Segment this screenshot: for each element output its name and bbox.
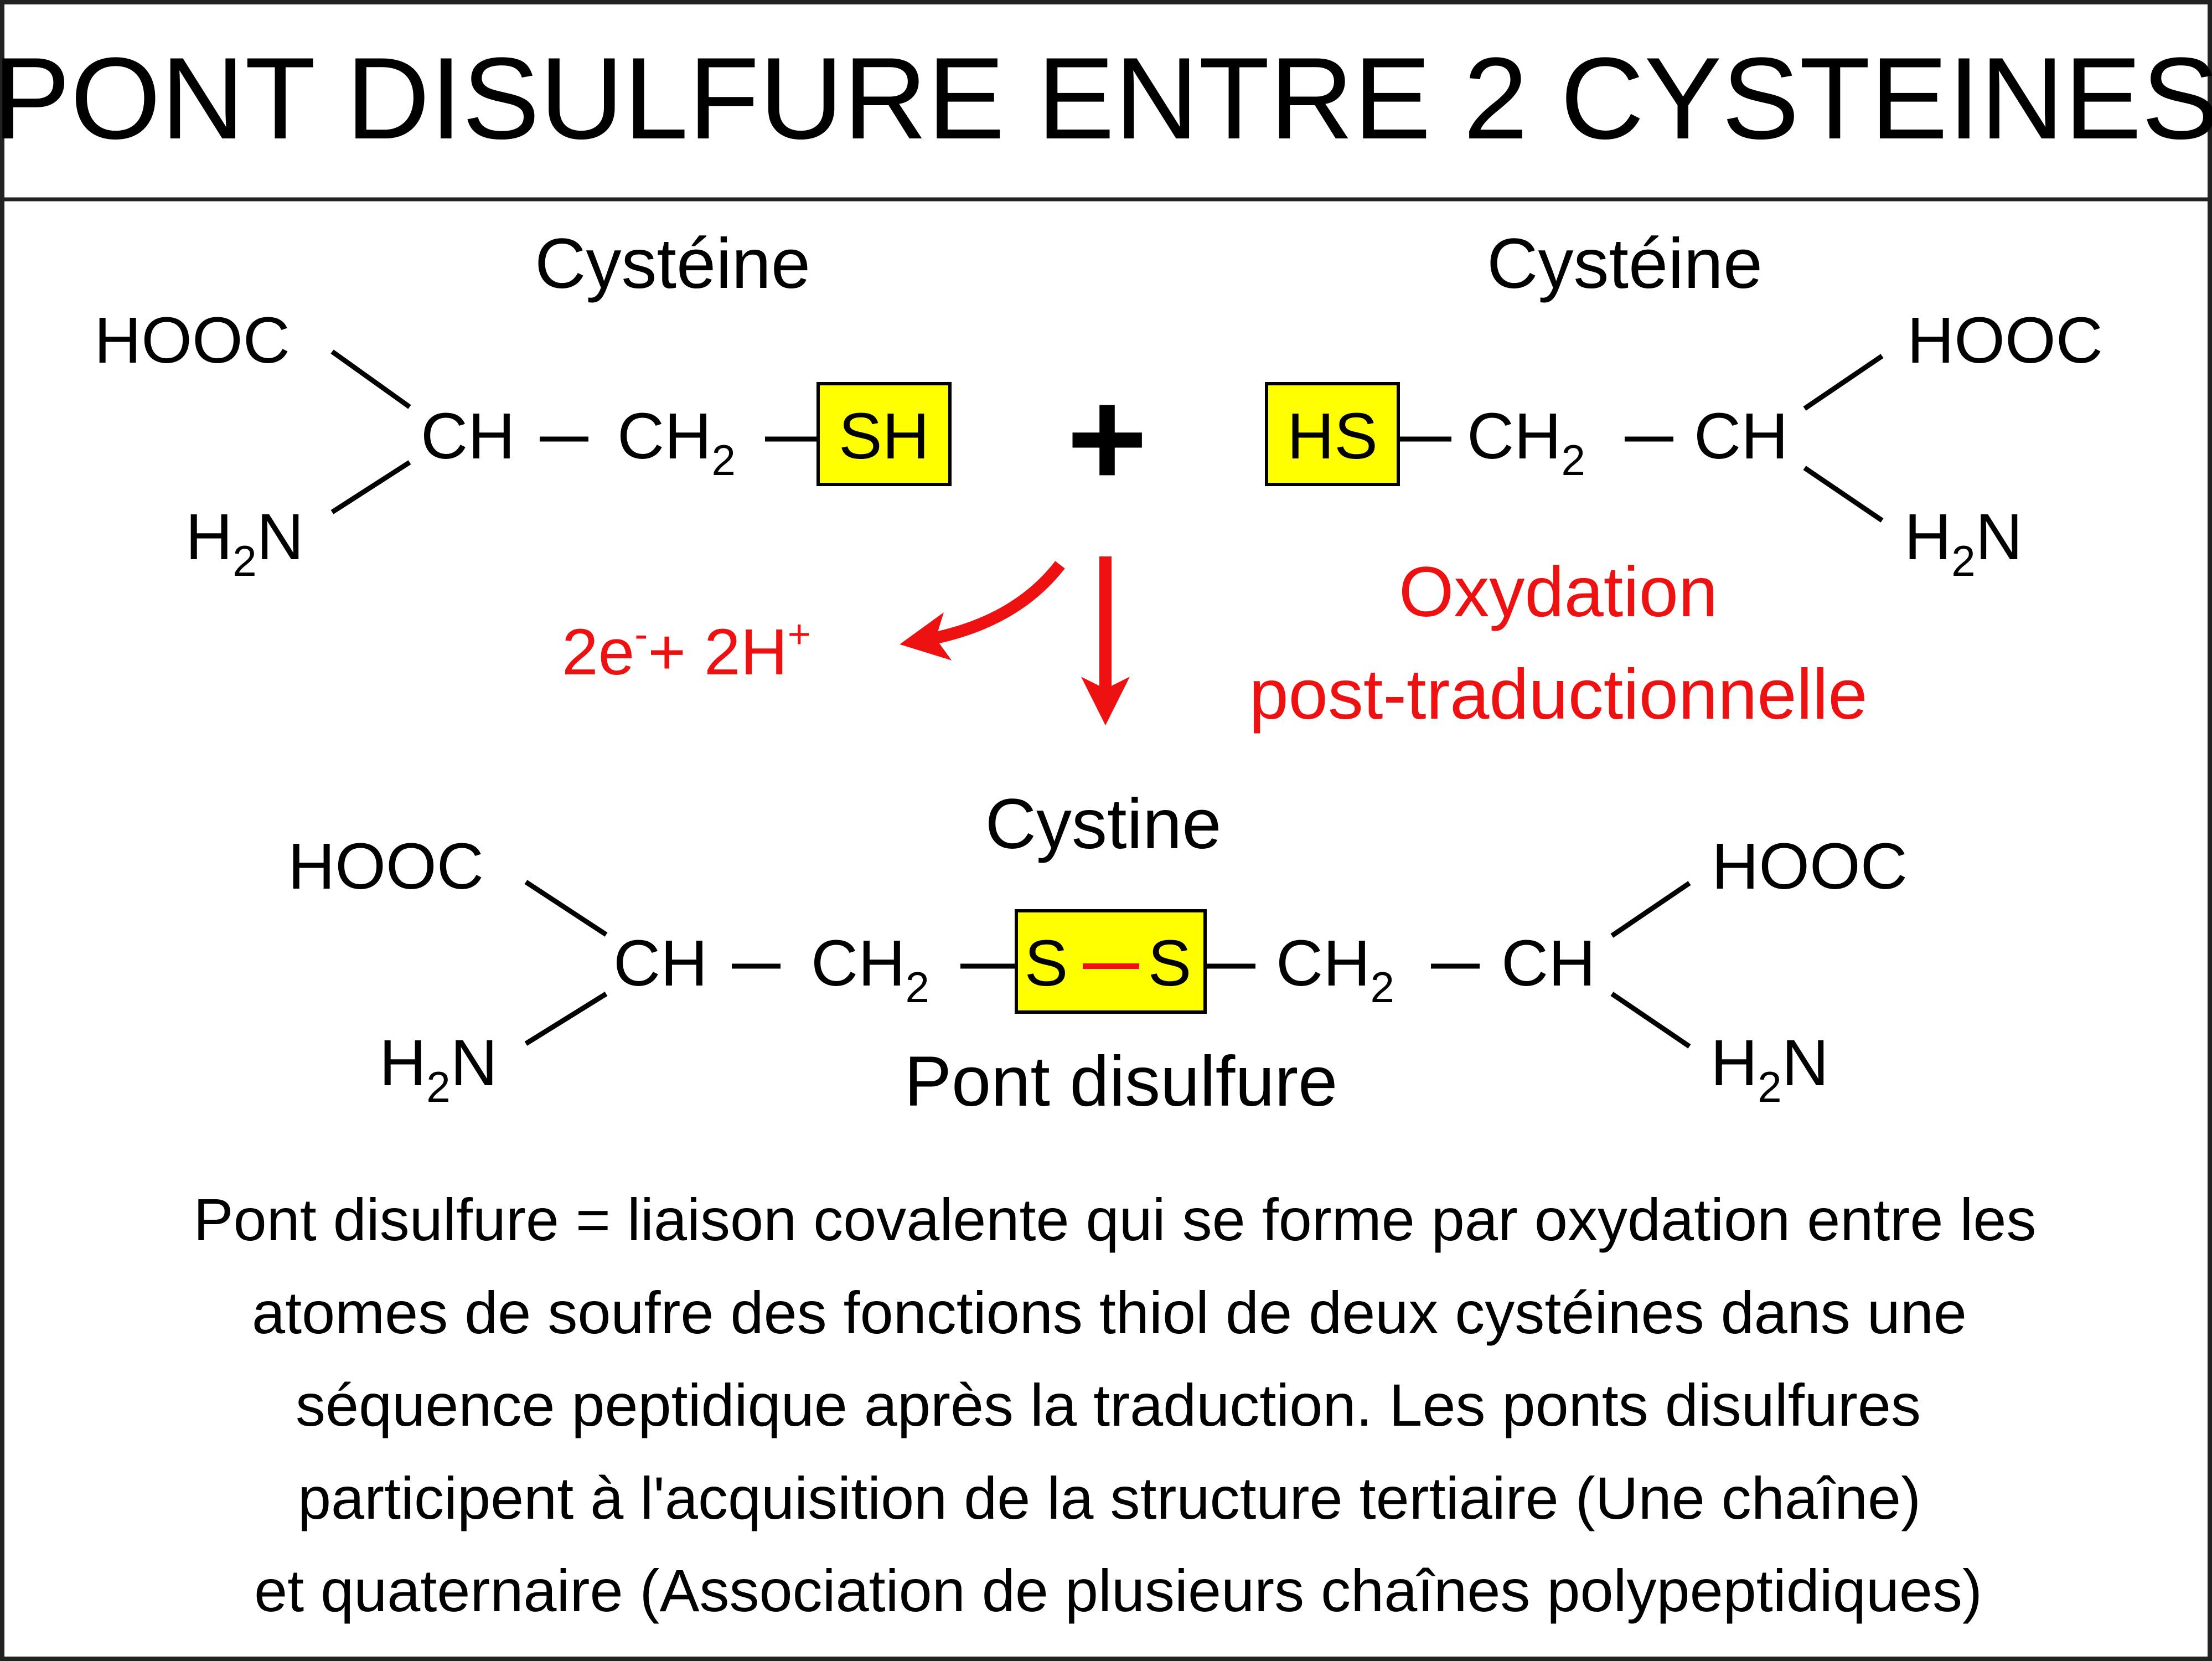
bond-line	[330, 460, 411, 514]
disulfide-highlight	[1015, 909, 1207, 1014]
bond-line	[1610, 992, 1691, 1049]
cysteine-left-ch: CH	[421, 400, 515, 473]
thiol-highlight	[816, 382, 952, 486]
bond-line	[524, 880, 608, 937]
cysteine-left-thiol: SH	[839, 400, 929, 473]
cysteine-right-ch: CH	[1694, 400, 1788, 473]
plus-sign: +	[1067, 361, 1148, 515]
bond-line	[330, 349, 411, 409]
explanation-line: participent à l'acquisition de la struct…	[298, 1464, 1921, 1531]
cysteine-left-cooh: HOOC	[94, 304, 290, 377]
cysteine-right-ch2: CH2	[1467, 400, 1585, 484]
cystine-left-amine: H2N	[379, 1026, 498, 1111]
cystine-sulfur-left: S	[1025, 927, 1068, 1000]
cysteine-left: Cystéine HOOC CH CH2 SH H2N	[94, 224, 952, 585]
explanation-paragraph: Pont disulfure = liaison covalente qui s…	[194, 1186, 2037, 1624]
cystine-right-ch2: CH2	[1276, 927, 1394, 1012]
cysteine-left-label: Cystéine	[535, 224, 810, 303]
reaction-label-line1: Oxydation	[1399, 553, 1718, 632]
reaction-label-line2: post-traductionnelle	[1249, 655, 1867, 734]
explanation-line: atomes de soufre des fonctions thiol de …	[252, 1279, 1967, 1346]
bond-line	[524, 992, 608, 1046]
cystine-left-ch2: CH2	[811, 927, 929, 1012]
cysteine-right-thiol: HS	[1287, 400, 1378, 473]
page-title: PONT DISULFURE ENTRE 2 CYSTEINES	[0, 33, 2212, 163]
explanation-line: et quaternaire (Association de plusieurs…	[254, 1557, 1982, 1624]
cystine-right-ch: CH	[1501, 927, 1595, 1000]
cystine-right-cooh: HOOC	[1712, 830, 1908, 903]
cysteine-right-cooh: HOOC	[1907, 304, 2103, 377]
cystine: Cystine HOOC CH CH2 S S CH2 CH HOOC H2N …	[288, 785, 1908, 1121]
disulfide-bridge-label: Pont disulfure	[905, 1042, 1338, 1121]
cysteine-left-amine: H2N	[185, 501, 304, 585]
bond-line	[1803, 466, 1884, 523]
cysteine-right: Cystéine HS CH2 CH HOOC H2N	[1265, 224, 2103, 585]
cysteine-right-amine: H2N	[1904, 501, 2023, 585]
cysteine-right-label: Cystéine	[1487, 224, 1763, 303]
released-species: 2e-+ 2H+	[562, 612, 811, 689]
cystine-right-amine: H2N	[1710, 1026, 1829, 1111]
cysteine-left-ch2: CH2	[617, 400, 736, 484]
release-arrow	[900, 561, 1065, 661]
explanation-line: séquence peptidique après la traduction.…	[296, 1371, 1921, 1438]
bond-line	[1610, 881, 1691, 938]
bond-line	[1803, 354, 1884, 411]
cystine-label: Cystine	[985, 785, 1222, 864]
cystine-left-cooh: HOOC	[288, 830, 484, 903]
cystine-sulfur-right: S	[1148, 927, 1192, 1000]
explanation-line: Pont disulfure = liaison covalente qui s…	[194, 1186, 2037, 1253]
thiol-highlight	[1265, 382, 1400, 486]
cystine-left-ch: CH	[613, 927, 707, 1000]
